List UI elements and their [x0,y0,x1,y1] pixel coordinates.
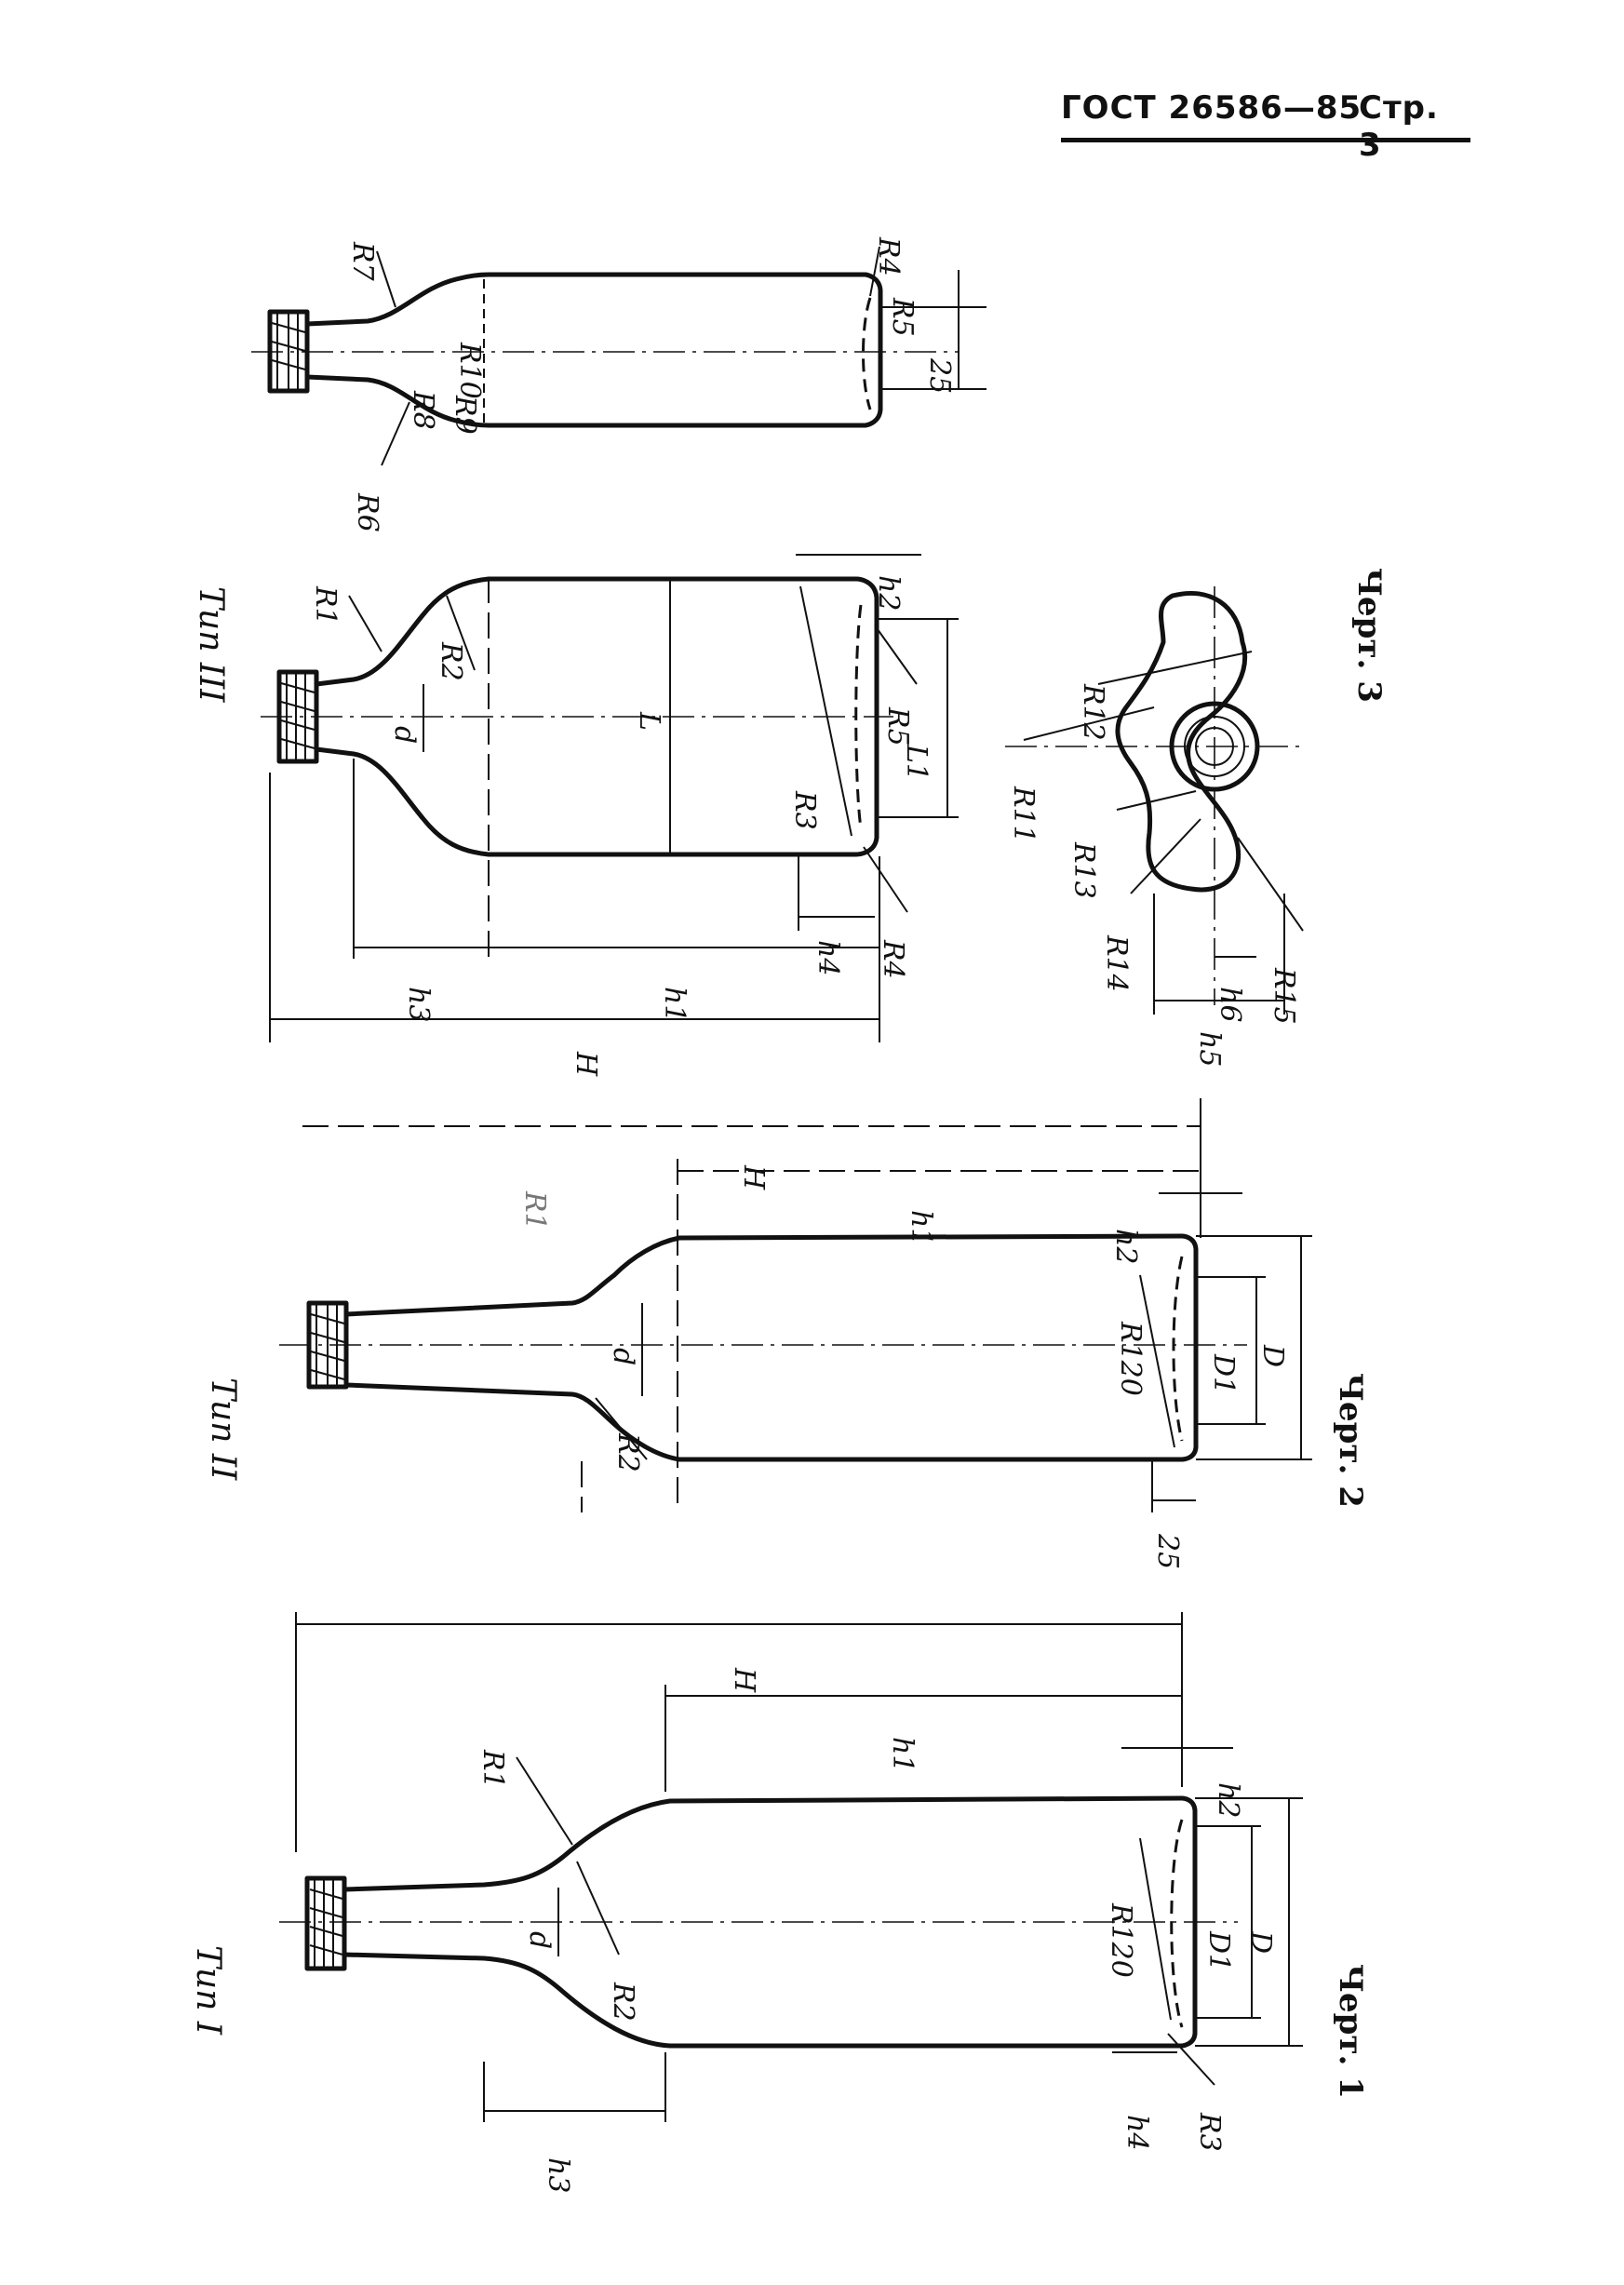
fig3-label-R1: R1 [309,585,342,625]
fig2-label-h1: h1 [905,1210,937,1245]
fig2-label-D: D [1256,1344,1289,1367]
fig3-label-h1: h1 [658,987,691,1022]
fig2-label-25: 25 [1151,1533,1184,1569]
fig1-label-h1: h1 [886,1737,919,1772]
fig1-label-d: d [523,1931,556,1949]
fig2-label-R1: R1 [518,1190,551,1230]
fig3-label-R10: R10 [453,342,486,399]
fig3-leader-R2 [446,595,476,671]
fig1-caption: Черт. 1 [1332,1964,1369,2099]
figure-1: H h1 h2 h3 h4 d D D1 R1 R2 R12 [189,1612,1369,2193]
fig3-punt [854,604,863,829]
fig2-caption: Черт. 2 [1332,1373,1369,1508]
fig2-type-label: Тип II [204,1378,242,1481]
fig1-label-h4: h4 [1121,2115,1153,2150]
fig3-leader-R1 [348,595,383,652]
fig1-leader-R3 [1167,2033,1215,2086]
fig3-leader-R3 [799,585,852,837]
fig3-label-R13: R13 [1067,841,1100,899]
page-number: Стр. 3 [1359,89,1439,164]
fig3-label-R3: R3 [788,790,821,830]
fig2-leader-R120 [1139,1274,1175,1448]
fig3-label-d: d [388,726,421,744]
fig3-leader-R12 [1097,651,1253,685]
fig1-bottle-outline [342,1795,1198,2049]
fig2-label-D1: D1 [1207,1353,1240,1394]
fig3-leader-R7 [376,250,396,308]
figure-3-section: R11 R12 R13 R14 R15 h5 h6 [1005,586,1304,1067]
fig3-label-h3: h3 [402,987,435,1022]
fig1-label-H: H [728,1667,760,1693]
fig3-caption: Черт. 3 [1350,568,1388,703]
fig3-label-R6: R6 [351,492,383,532]
fig1-punt [1170,1819,1184,2028]
fig3-label-R9: R9 [449,395,481,435]
fig3-label-R4: R4 [877,939,909,979]
fig3-bottle-outline [314,576,879,857]
fig1-label-h3: h3 [542,2157,574,2193]
fig3-finish [276,669,319,764]
fig1-label-R120: R120 [1105,1902,1137,1978]
fig1-leader-R120 [1139,1837,1172,2021]
fig2-label-H: H [737,1164,770,1190]
fig3-label-h6: h6 [1214,987,1246,1022]
fig1-label-R1: R1 [476,1749,509,1789]
fig3-top-label-25: 25 [923,357,956,394]
fig1-leader-R1 [516,1756,573,1846]
fig3-leader-R5 [874,625,918,685]
fig3-top-label-R5: R5 [886,297,919,337]
fig3-leader-R11 [1023,706,1155,741]
fig3-label-R8: R8 [407,390,439,430]
fig2-bottle-outline [343,1233,1199,1462]
fig1-label-D: D [1244,1930,1277,1954]
figure-3-top-view: R7 R6 R8 R9 R10 R4 R5 25 [251,236,986,532]
figure-2: H h1 h2 R1 d R2 D D1 R120 25 Тип II [204,1098,1369,1569]
fig1-label-D1: D1 [1202,1930,1235,1971]
fig3-leader-R14 [1130,818,1201,894]
fig3-leader-R13 [1116,790,1197,811]
fig1-label-R3: R3 [1193,2112,1226,2152]
fig3-leader-R6 [381,401,410,466]
fig1-label-R2: R2 [607,1982,639,2022]
fig3-label-H: H [570,1051,602,1077]
fig3-top-outline [304,272,883,428]
fig2-label-R120: R120 [1114,1321,1147,1396]
fig3-label-h5: h5 [1193,1031,1226,1067]
header-rule [1061,138,1470,142]
page-header: ГОСТ 26586—85 Стр. 3 [1061,89,1470,164]
fig3-label-R12: R12 [1077,683,1109,741]
fig3-label-L1: L1 [900,744,933,781]
fig1-leader-R2 [576,1861,620,1956]
fig3-top-leader-R4 [869,246,880,297]
fig3-label-h2: h2 [872,575,905,611]
fig3-leader-R15 [1237,837,1304,932]
fig3-label-L: L [633,711,665,731]
fig3-label-h4: h4 [812,940,844,975]
fig2-label-h2: h2 [1109,1229,1142,1264]
fig1-label-h2: h2 [1212,1782,1244,1818]
fig3-label-R11: R11 [1007,786,1040,843]
fig3-top-label-R4: R4 [872,236,905,276]
fig1-type-label: Тип I [189,1945,227,2036]
fig3-label-R7: R7 [346,241,379,282]
fig2-label-R2: R2 [611,1432,644,1472]
fig3-label-R2: R2 [435,641,467,681]
standard-number: ГОСТ 26586—85 [1061,89,1362,127]
figure-3-side: H h3 h1 h4 h2 L L1 d R1 R2 R3 R4 [192,554,1388,1077]
fig1-finish [304,1875,347,1971]
fig2-leader-R2 [595,1397,648,1460]
fig2-label-d: d [607,1348,639,1365]
fig3-top-finish [267,309,310,394]
fig3-section-outline [1115,590,1248,893]
fig3-top-punt [862,297,872,410]
fig3-label-R14: R14 [1100,934,1133,992]
fig3-leader-R4 [863,846,908,913]
fig3-label-R5: R5 [881,706,914,746]
fig3-type-label: Тип III [192,586,230,703]
fig2-punt [1172,1256,1184,1442]
